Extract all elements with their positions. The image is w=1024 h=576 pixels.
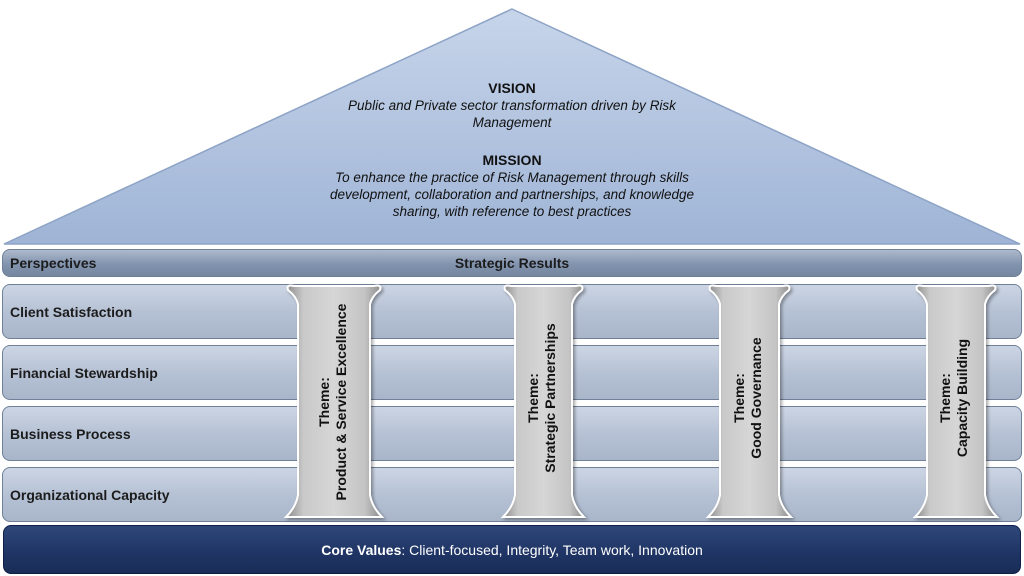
pillar-product-service-excellence — [283, 284, 385, 518]
pillar-good-governance — [705, 284, 794, 518]
pillar-label-capacity-building: Theme: Capacity Building — [937, 278, 973, 518]
pillar-theme-name: Good Governance — [748, 337, 764, 459]
mission-text-line-2: development, collaboration and partnersh… — [330, 187, 694, 202]
mission-block: MISSION To enhance the practice of Risk … — [262, 152, 762, 220]
pillar-capacity-building — [912, 284, 1000, 518]
mission-text-line-3: sharing, with reference to best practice… — [392, 204, 632, 219]
roof-triangle — [3, 8, 1021, 245]
perspective-row-client-satisfaction: Client Satisfaction — [2, 284, 1022, 339]
pillar-strategic-partnerships — [500, 284, 587, 518]
perspective-label: Organizational Capacity — [10, 486, 170, 503]
perspectives-header-bar: Perspectives Strategic Results — [2, 249, 1022, 277]
strategic-results-label: Strategic Results — [454, 255, 570, 271]
vision-heading: VISION — [488, 80, 536, 96]
pillar-label-good-governance: Theme: Good Governance — [731, 278, 767, 518]
vision-text-line-1: Public and Private sector transformation… — [348, 98, 676, 113]
pillar-label-strategic-partnerships: Theme: Strategic Partnerships — [525, 278, 561, 518]
pillar-theme-name: Strategic Partnerships — [542, 323, 558, 473]
core-values-label: Core Values — [321, 541, 402, 558]
perspective-label: Financial Stewardship — [10, 364, 158, 381]
mission-text-line-1: To enhance the practice of Risk Manageme… — [335, 170, 689, 185]
perspective-label: Client Satisfaction — [10, 303, 133, 320]
pillar-theme-name: Product & Service Excellence — [333, 303, 349, 501]
perspective-row-financial-stewardship: Financial Stewardship — [2, 345, 1022, 400]
mission-heading: MISSION — [482, 152, 542, 168]
perspectives-label: Perspectives — [10, 255, 97, 271]
roof — [3, 8, 1021, 245]
pillar-theme-prefix: Theme: — [731, 373, 747, 423]
vision-block: VISION Public and Private sector transfo… — [262, 80, 762, 131]
pillar-theme-prefix: Theme: — [525, 373, 541, 423]
perspective-label: Business Process — [10, 425, 131, 442]
perspective-row-business-process: Business Process — [2, 406, 1022, 461]
pillar-theme-prefix: Theme: — [316, 377, 332, 427]
pillar-label-product-service-excellence: Theme: Product & Service Excellence — [316, 282, 352, 522]
pillar-theme-prefix: Theme: — [937, 373, 953, 423]
core-values-bar: Core Values: Client-focused, Integrity, … — [3, 525, 1021, 574]
core-values-text: : Client-focused, Integrity, Team work, … — [401, 541, 703, 558]
pillar-theme-name: Capacity Building — [954, 338, 970, 458]
vision-text-line-2: Management — [472, 115, 552, 130]
